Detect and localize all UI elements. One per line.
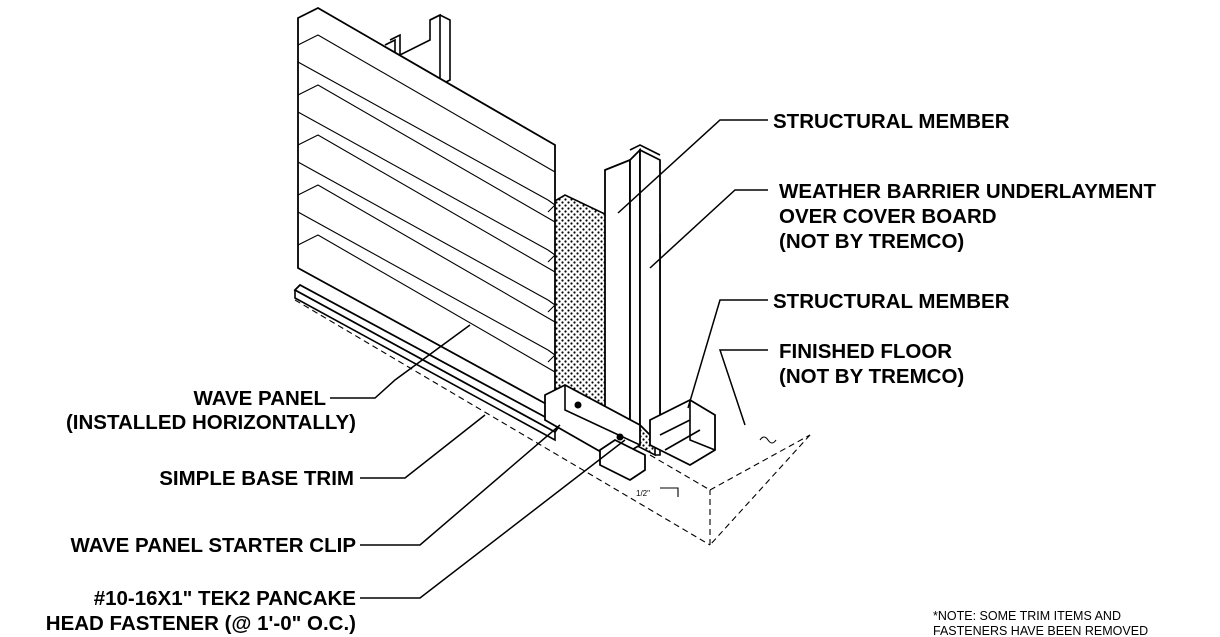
leader-lines [330, 119, 768, 599]
dimension-label: 1/2" [636, 489, 650, 498]
label-simple-base-trim: SIMPLE BASE TRIM [159, 467, 354, 490]
label-fastener-line2: HEAD FASTENER (@ 1'-0" O.C.) [46, 612, 356, 635]
note-line2: FASTENERS HAVE BEEN REMOVED [933, 624, 1148, 637]
note-line1: *NOTE: SOME TRIM ITEMS AND [933, 609, 1121, 623]
label-structural-member-upper: STRUCTURAL MEMBER [773, 110, 1010, 133]
label-wave-panel-line1: WAVE PANEL [194, 387, 327, 410]
label-fastener-line1: #10-16X1" TEK2 PANCAKE [94, 587, 356, 610]
label-finished-floor-line1: FINISHED FLOOR [779, 340, 952, 363]
label-finished-floor-line2: (NOT BY TREMCO) [779, 365, 964, 388]
label-structural-member-lower: STRUCTURAL MEMBER [773, 290, 1010, 313]
label-weather-barrier-line3: (NOT BY TREMCO) [779, 230, 964, 253]
structural-member-stud [604, 144, 661, 448]
finished-floor-outline [294, 299, 811, 546]
label-starter-clip: WAVE PANEL STARTER CLIP [71, 534, 357, 557]
fastener-head [616, 433, 624, 441]
label-wave-panel-line2: (INSTALLED HORIZONTALLY) [66, 411, 356, 434]
wave-panel [297, 6, 556, 407]
fastener-head [574, 401, 582, 409]
dimension-marker: 1/2" [636, 487, 679, 498]
label-weather-barrier-line2: OVER COVER BOARD [779, 205, 997, 228]
label-weather-barrier-line1: WEATHER BARRIER UNDERLAYMENT [779, 180, 1156, 203]
